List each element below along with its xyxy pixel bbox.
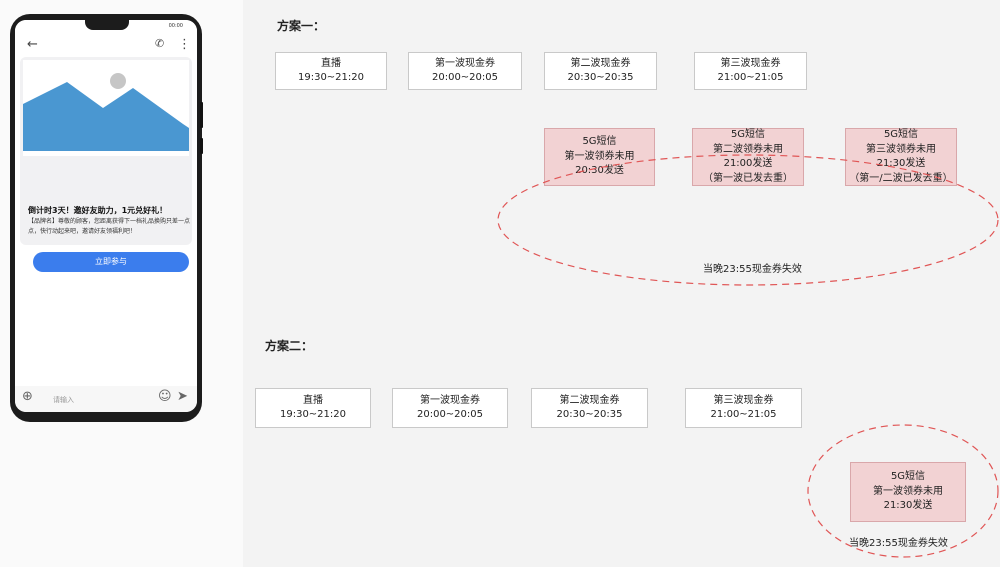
box-label: 第一波现金券 [420, 395, 480, 406]
plan1-box-wave1: 第一波现金券 20:00~20:05 [408, 52, 522, 90]
card-image [23, 60, 189, 156]
box-time: 20:30~20:35 [567, 72, 634, 83]
sms-line: 5G短信 [883, 129, 919, 140]
sun-shape [110, 73, 126, 89]
sms-line: 5G短信 [730, 129, 766, 140]
add-circle-icon[interactable]: ⊕ [22, 389, 33, 404]
phone-mockup-panel: 00:00 ← ✆ ⋮ 倒计时3天！邀好友助力，1元兑好礼！ 【品牌名】尊敬的顾… [0, 0, 243, 567]
sms-line: 20:30发送 [575, 165, 624, 177]
plan1-box-livestream: 直播 19:30~21:20 [275, 52, 387, 90]
sms-line: 5G短信 [890, 471, 926, 483]
box-label: 第三波现金券 [713, 395, 774, 406]
plan2-title: 方案二： [265, 339, 314, 353]
more-vert-icon[interactable]: ⋮ [178, 37, 191, 52]
sms-line: （第一/二波已发去重） [849, 172, 953, 184]
plan2-box-wave2: 第二波现金券 20:30~20:35 [531, 388, 648, 428]
phone-notch [85, 20, 129, 30]
emoji-icon[interactable]: ☺ [158, 389, 172, 404]
plan1-box-wave3: 第三波现金券 21:00~21:05 [694, 52, 807, 90]
join-now-button[interactable]: 立即参与 [33, 252, 189, 272]
sms-line: 第三波领券未用 [866, 143, 936, 155]
sms-line: 21:30发送 [876, 158, 926, 169]
plan1-title: 方案一： [277, 19, 326, 33]
phone-call-icon[interactable]: ✆ [155, 37, 165, 50]
message-card: 倒计时3天！邀好友助力，1元兑好礼！ 【品牌名】尊敬的顾客，您距离获得下一档礼品… [20, 57, 192, 272]
card-body: 【品牌名】尊敬的顾客，您距离获得下一档礼品换购只差一点点，快行动起来吧，邀请好友… [28, 218, 191, 235]
box-time: 20:00~20:05 [431, 72, 498, 83]
volume-button [200, 102, 203, 128]
box-label: 直播 [321, 58, 341, 69]
message-input-bar: ⊕ 请输入 ☺ ➤ [15, 386, 197, 412]
box-label: 第二波现金券 [570, 58, 631, 69]
image-placeholder-icon [23, 60, 189, 156]
chat-navbar: ← ✆ ⋮ [15, 36, 197, 58]
plan2-sms-box-1: 5G短信 第一波领券未用 21:30发送 [850, 462, 966, 522]
box-label: 第二波现金券 [559, 395, 620, 406]
box-label: 第三波现金券 [720, 58, 781, 69]
sms-line: 5G短信 [582, 136, 617, 148]
plan2-box-wave1: 第一波现金券 20:00~20:05 [392, 388, 508, 428]
box-label: 直播 [303, 395, 323, 406]
box-label: 第一波现金券 [435, 58, 495, 69]
back-arrow-icon[interactable]: ← [27, 37, 38, 52]
box-time: 19:30~21:20 [279, 409, 346, 420]
plan1-sms-box-3: 5G短信 第三波领券未用 21:30发送 （第一/二波已发去重） [845, 128, 957, 186]
sms-line: （第一波已发去重） [703, 172, 793, 184]
sms-line: 第二波领券未用 [713, 143, 783, 155]
card-title: 倒计时3天！邀好友助力，1元兑好礼！ [28, 206, 168, 215]
plan1-expiry-note: 当晚23:55现金券失效 [703, 264, 802, 275]
phone-screen: 00:00 ← ✆ ⋮ 倒计时3天！邀好友助力，1元兑好礼！ 【品牌名】尊敬的顾… [15, 20, 197, 412]
sms-line: 第一波领券未用 [873, 485, 943, 497]
plan2-dashed-ellipse [807, 424, 999, 558]
plan2-box-livestream: 直播 19:30~21:20 [255, 388, 371, 428]
plan1-dashed-ellipse [497, 154, 999, 286]
power-button [200, 138, 203, 154]
sms-line: 21:30发送 [883, 500, 933, 512]
box-time: 19:30~21:20 [297, 72, 364, 83]
send-icon[interactable]: ➤ [177, 389, 188, 404]
plan1-box-wave2: 第二波现金券 20:30~20:35 [544, 52, 657, 90]
box-time: 21:00~21:05 [717, 72, 784, 83]
plan1-sms-box-1: 5G短信 第一波领券未用 20:30发送 [544, 128, 655, 186]
plan1-sms-box-2: 5G短信 第二波领券未用 21:00发送 （第一波已发去重） [692, 128, 804, 186]
box-time: 20:30~20:35 [556, 409, 623, 420]
message-input[interactable]: 请输入 [53, 396, 74, 404]
box-time: 21:00~21:05 [710, 409, 777, 420]
box-time: 20:00~20:05 [416, 409, 483, 420]
status-time: 00:00 [168, 23, 183, 29]
mountain-shape [23, 82, 189, 151]
plan2-expiry-note: 当晚23:55现金券失效 [849, 538, 948, 549]
sms-line: 第一波领券未用 [564, 150, 635, 162]
sms-line: 21:00发送 [723, 158, 773, 169]
plan2-box-wave3: 第三波现金券 21:00~21:05 [685, 388, 802, 428]
